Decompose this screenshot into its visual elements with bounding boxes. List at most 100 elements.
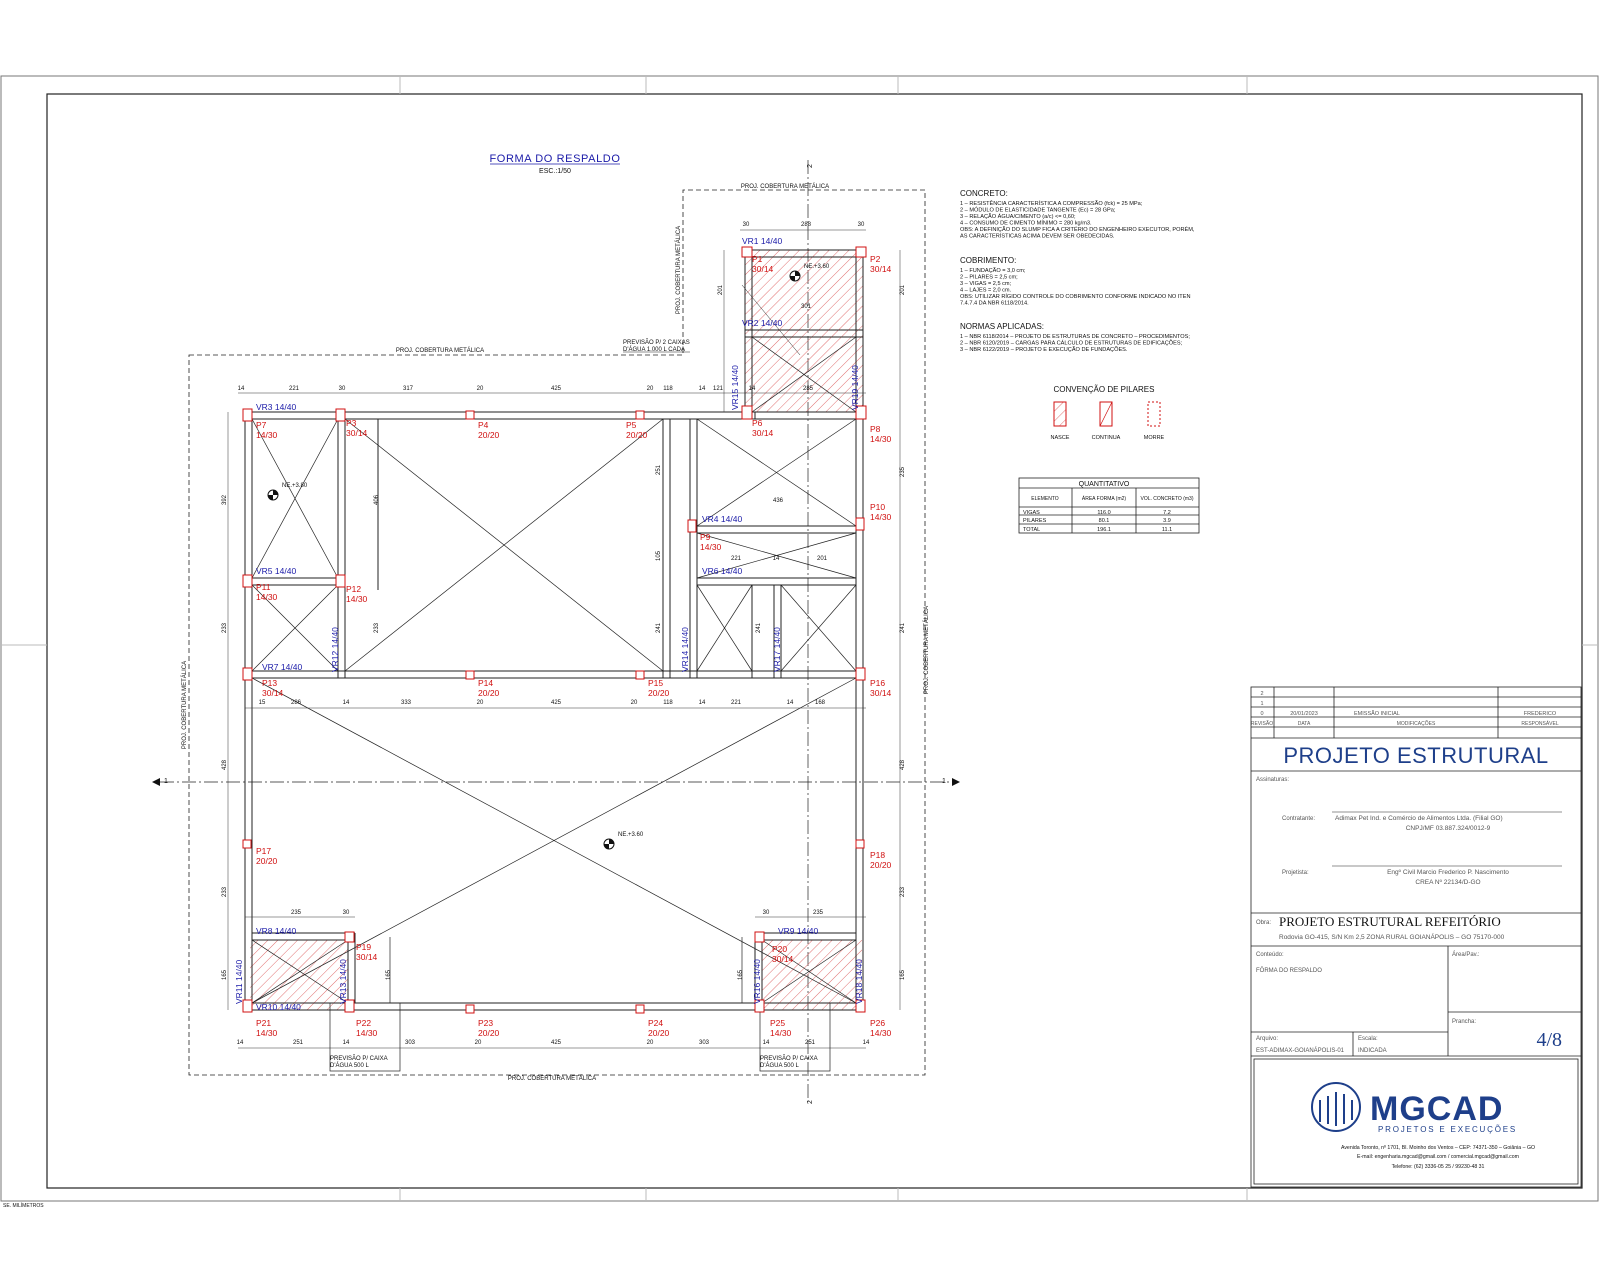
beam-label: VR7 14/40 bbox=[262, 662, 302, 672]
dimension: 14 bbox=[699, 386, 706, 392]
svg-text:MORRE: MORRE bbox=[1144, 435, 1165, 441]
note-line: 3 – NBR 6122/2019 – PROJETO E EXECUÇÃO D… bbox=[960, 346, 1128, 353]
svg-text:Contratante:: Contratante: bbox=[1282, 816, 1315, 822]
svg-text:CONTINUA: CONTINUA bbox=[1092, 435, 1121, 441]
svg-text:D'ÁGUA 500 L: D'ÁGUA 500 L bbox=[330, 1062, 369, 1069]
general-notes: CONCRETO: 1 – RESISTÊNCIA CARACTERÍSTICA… bbox=[960, 189, 1195, 353]
pillar-name: P25 bbox=[770, 1018, 785, 1028]
pillar-name: P19 bbox=[356, 942, 371, 952]
svg-text:PROJ. COBERTURA METÁLICA: PROJ. COBERTURA METÁLICA bbox=[741, 183, 829, 190]
beam-label-vertical: VR12 14/40 bbox=[330, 627, 340, 672]
svg-text:Área/Pav.:: Área/Pav.: bbox=[1452, 951, 1480, 958]
beam-label-vertical: VR17 14/40 bbox=[772, 627, 782, 672]
svg-text:CONVENÇÃO DE PILARES: CONVENÇÃO DE PILARES bbox=[1054, 385, 1155, 394]
svg-text:233: 233 bbox=[900, 886, 906, 897]
beam-label: VR3 14/40 bbox=[256, 402, 296, 412]
beam-label-vertical: VR16 14/40 bbox=[752, 959, 762, 1004]
beam-label-vertical: VR18 14/40 bbox=[854, 959, 864, 1004]
svg-text:FÔRMA DO RESPALDO: FÔRMA DO RESPALDO bbox=[1256, 967, 1322, 974]
dimension: 20 bbox=[477, 700, 484, 706]
dimension: 221 bbox=[731, 700, 742, 706]
svg-text:DATA: DATA bbox=[1298, 721, 1311, 727]
level-markers bbox=[267, 270, 801, 850]
svg-text:MODIFICAÇÕES: MODIFICAÇÕES bbox=[1397, 720, 1436, 727]
dimension: 235 bbox=[291, 910, 302, 916]
svg-text:ELEMENTO: ELEMENTO bbox=[1031, 496, 1059, 502]
title-block: 2 1 0 20/01/2023 EMISSÃO INICIAL FREDERI… bbox=[1250, 686, 1582, 1188]
beam-label: VR5 14/40 bbox=[256, 566, 296, 576]
pillar-name: P23 bbox=[478, 1018, 493, 1028]
beam-label: VR9 14/40 bbox=[778, 926, 818, 936]
dimension: 30 bbox=[858, 222, 865, 228]
quantitativo-table: QUANTITATIVO ELEMENTO ÁREA FORMA (m2) VO… bbox=[1018, 477, 1200, 534]
dimension: 14 bbox=[343, 1040, 350, 1046]
pillar-name: P15 bbox=[648, 678, 663, 688]
svg-text:Telefone: (62) 3336-05 25 / 99: Telefone: (62) 3336-05 25 / 99230-48 31 bbox=[1392, 1164, 1485, 1170]
svg-text:251: 251 bbox=[656, 464, 662, 475]
beam-label: VR8 14/40 bbox=[256, 926, 296, 936]
svg-text:PROJ. COBERTURA METÁLICA: PROJ. COBERTURA METÁLICA bbox=[181, 661, 188, 749]
svg-text:PREVISÃO P/ 2 CAIXAS: PREVISÃO P/ 2 CAIXAS bbox=[623, 339, 690, 346]
svg-text:233: 233 bbox=[222, 622, 228, 633]
sheet-number: 4/8 bbox=[1536, 1029, 1562, 1051]
dimension: 436 bbox=[773, 498, 784, 504]
pillar-name: P20 bbox=[772, 944, 787, 954]
dimension: 425 bbox=[551, 386, 562, 392]
dimension: 20 bbox=[647, 1040, 654, 1046]
dimension: 301 bbox=[801, 304, 812, 310]
note-line: 4 – LAJES = 2,0 cm. bbox=[960, 288, 1012, 294]
dimension: 425 bbox=[551, 1040, 562, 1046]
dimension: 15 bbox=[259, 700, 266, 706]
pillar-name: P1 bbox=[752, 254, 763, 264]
pillar-size: 14/30 bbox=[256, 592, 278, 602]
pillar-size: 30/14 bbox=[752, 428, 774, 438]
note-line: OBS: A DEFINIÇÃO DO SLUMP FICA A CRITÉRI… bbox=[960, 226, 1195, 233]
pillar-name: P12 bbox=[346, 584, 361, 594]
pillar-name: P21 bbox=[256, 1018, 271, 1028]
pillar-name: P11 bbox=[256, 582, 271, 592]
pillar-name: P13 bbox=[262, 678, 277, 688]
tank-notes: PREVISÃO P/ 2 CAIXAS D'ÁGUA 1.000 L CADA… bbox=[330, 339, 818, 1069]
dimension: 303 bbox=[405, 1040, 416, 1046]
note-line: 7.4.7.4 DA NBR 6118/2014. bbox=[960, 301, 1029, 307]
dimension: 30 bbox=[743, 222, 750, 228]
pillar-name: P17 bbox=[256, 846, 271, 856]
pillar-name: P16 bbox=[870, 678, 885, 688]
dimension: 14 bbox=[699, 700, 706, 706]
pillar-legend: CONVENÇÃO DE PILARES NASCE CONTINUA MORR… bbox=[1051, 385, 1165, 441]
pillar-name: P4 bbox=[478, 420, 489, 430]
beam-label-vertical: VR15 14/40 bbox=[730, 365, 740, 410]
corner-note: SE. MILÍMETROS bbox=[3, 1202, 44, 1209]
svg-text:Assinaturas:: Assinaturas: bbox=[1256, 777, 1289, 783]
dimension: 221 bbox=[731, 556, 742, 562]
beam-label-vertical: VR19 14/40 bbox=[850, 365, 860, 410]
note-line: 1 – NBR 6118/2014 – PROJETO DE ESTRUTURA… bbox=[960, 334, 1190, 340]
svg-text:RESPONSÁVEL: RESPONSÁVEL bbox=[1521, 720, 1558, 727]
pillar-size: 14/30 bbox=[356, 1028, 378, 1038]
pillar-name: P18 bbox=[870, 850, 885, 860]
qt-cell: TOTAL bbox=[1023, 527, 1040, 533]
ne-label-left: NE.+3.80 bbox=[282, 483, 308, 489]
svg-text:NASCE: NASCE bbox=[1051, 435, 1070, 441]
svg-text:Rodovia GO-415, S/N Km 2,5 ZON: Rodovia GO-415, S/N Km 2,5 ZONA RURAL GO… bbox=[1279, 932, 1505, 941]
svg-text:201: 201 bbox=[718, 284, 724, 295]
dimension: 14 bbox=[787, 700, 794, 706]
svg-text:201: 201 bbox=[900, 284, 906, 295]
beam-label: VR4 14/40 bbox=[702, 514, 742, 524]
svg-text:Adimax Pet Ind. e Comércio de: Adimax Pet Ind. e Comércio de Alimentos … bbox=[1335, 815, 1503, 822]
outer-border bbox=[0, 75, 1599, 1202]
pillar-size: 30/14 bbox=[870, 688, 892, 698]
svg-text:165: 165 bbox=[386, 969, 392, 980]
project-heading: PROJETO ESTRUTURAL bbox=[1283, 743, 1548, 768]
svg-text:406: 406 bbox=[374, 494, 380, 505]
pillar-size: 14/30 bbox=[256, 430, 278, 440]
note-line: 2 – MÓDULO DE ELASTICIDADE TANGENTE (Ec)… bbox=[960, 207, 1116, 214]
dimension: 286 bbox=[291, 700, 302, 706]
pillar-size: 14/30 bbox=[346, 594, 368, 604]
pillar-size: 20/20 bbox=[870, 860, 892, 870]
note-line: 1 – FUNDAÇÃO = 3,0 cm; bbox=[960, 267, 1026, 274]
pillar-size: 20/20 bbox=[648, 1028, 670, 1038]
inner-border bbox=[46, 93, 1583, 1189]
